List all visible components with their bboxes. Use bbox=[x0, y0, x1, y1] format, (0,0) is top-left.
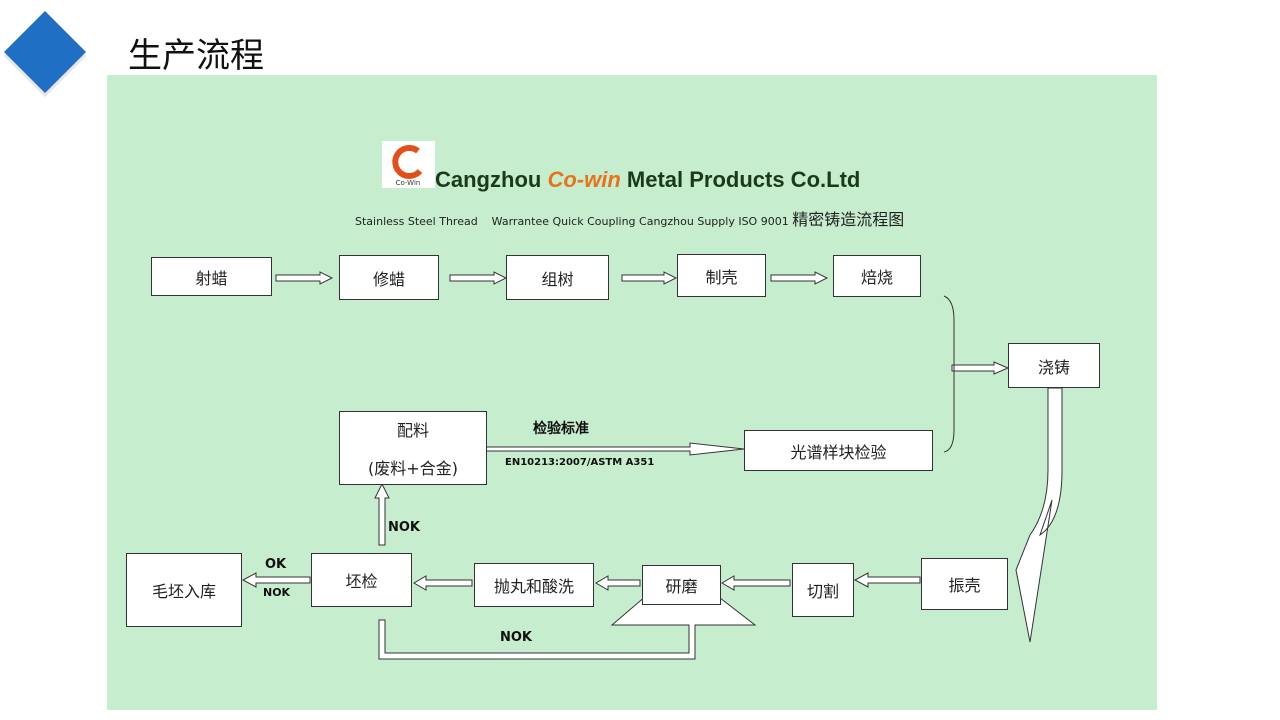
step-shell: 制壳 bbox=[677, 254, 766, 297]
inspection-standard-code: EN10213:2007/ASTM A351 bbox=[505, 457, 655, 468]
inspection-standard-label: 检验标准 bbox=[533, 421, 589, 437]
arrow-4 bbox=[770, 271, 829, 285]
slide-title: 生产流程 bbox=[128, 36, 264, 76]
svg-text:Co-Win: Co-Win bbox=[396, 179, 421, 187]
step-warehouse: 毛坯入库 bbox=[126, 553, 242, 627]
company-logo: Co-Win bbox=[382, 141, 435, 188]
arrow-12 bbox=[413, 575, 473, 591]
bracket bbox=[943, 295, 955, 453]
arrow-pour-down bbox=[1015, 387, 1063, 643]
arrow-9 bbox=[853, 572, 921, 588]
nok-label-up: NOK bbox=[388, 520, 421, 535]
batching-label: 配料 bbox=[396, 421, 429, 440]
arrow-1 bbox=[275, 271, 334, 285]
step-blank-inspect: 坯检 bbox=[311, 553, 412, 607]
arrow-nok-up bbox=[374, 482, 390, 546]
step-cut: 切割 bbox=[792, 563, 854, 617]
arrow-2 bbox=[449, 271, 508, 285]
step-wax-injection: 射蜡 bbox=[151, 257, 272, 296]
company-name: Cangzhou Co-win Metal Products Co.Ltd bbox=[435, 167, 860, 193]
step-pour: 浇铸 bbox=[1008, 343, 1100, 388]
step-shot-pickle: 抛丸和酸洗 bbox=[474, 563, 594, 607]
nok-label-small: NOK bbox=[263, 586, 291, 599]
step-spectrum-check: 光谱样块检验 bbox=[744, 430, 933, 471]
arrow-ok bbox=[241, 572, 311, 588]
batching-detail: (废料+合金) bbox=[368, 459, 458, 478]
step-wax-trim: 修蜡 bbox=[339, 255, 439, 300]
company-name-c: Metal Products Co.Ltd bbox=[620, 167, 861, 192]
arrow-to-pour bbox=[951, 361, 1010, 375]
company-name-brand: Co-win bbox=[547, 167, 621, 192]
arrow-10 bbox=[721, 575, 791, 591]
nok-label-loop: NOK bbox=[500, 630, 533, 645]
step-assembly: 组树 bbox=[506, 255, 609, 300]
company-name-a: Cangzhou bbox=[435, 167, 548, 192]
subtitle: Stainless Steel Thread Warrantee Quick C… bbox=[355, 206, 904, 230]
subtitle-cn: 精密铸造流程图 bbox=[792, 210, 905, 229]
ok-label: OK bbox=[265, 557, 287, 572]
step-shake-shell: 振壳 bbox=[921, 558, 1008, 610]
arrow-11 bbox=[595, 575, 641, 591]
arrow-3 bbox=[621, 271, 678, 285]
step-batching: 配料 (废料+合金) bbox=[339, 411, 487, 485]
step-roast: 焙烧 bbox=[833, 255, 921, 297]
arrow-std bbox=[461, 442, 745, 456]
step-grind: 研磨 bbox=[642, 565, 721, 605]
subtitle-en: Stainless Steel Thread Warrantee Quick C… bbox=[355, 215, 793, 228]
